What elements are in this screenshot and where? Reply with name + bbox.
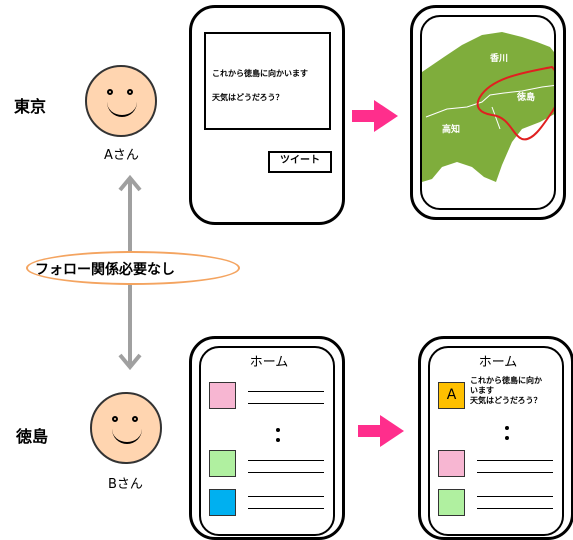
ellipsis-dot [276,438,280,442]
avatar-blue [209,489,236,516]
map-label-tokushima: 徳島 [517,93,536,103]
tweet-textarea[interactable]: これから徳島に向かいます 天気はどうだろう？ [204,32,331,130]
avatar-pink [438,450,465,477]
eye-icon [112,416,118,422]
eye-icon [107,89,113,95]
post-line [248,403,324,404]
mouth-icon [107,97,137,117]
arrow-right-icon [374,100,398,132]
map-screen: 香川 徳島 高知 [420,15,556,210]
pink-arrow-bottom-shaft [358,425,382,437]
relation-ellipse [26,251,240,285]
pink-arrow-top-shaft [352,110,376,122]
home-screen-after: ホーム A これから徳島に向か います 天気はどうだろう？ [428,346,564,536]
post-line [248,391,324,392]
eye-icon [127,89,133,95]
avatar-a-badge: A [438,382,465,409]
post-text-line3: 天気はどうだろう？ [470,396,542,405]
post-line [248,496,324,497]
ellipsis-dot [505,436,509,440]
post-text-line2: います [470,386,494,395]
tweet-button[interactable]: ツイート [268,151,332,173]
tweet-text-line2: 天気はどうだろう？ [212,93,284,102]
post-line [248,508,324,509]
ellipsis-dot [505,426,509,430]
home-screen-before: ホーム [199,346,335,536]
smiley-face-b [90,392,162,464]
person-label-b: Bさん [108,477,143,492]
smiley-face-a [85,65,157,137]
relation-label: フォロー関係必要なし [35,262,175,278]
map-label-kochi: 高知 [442,125,461,135]
phone-home-before: ホーム [189,336,345,540]
shikoku-map [422,32,554,182]
eye-icon [132,416,138,422]
mouth-icon [112,424,142,444]
post-line [477,460,553,461]
arrow-right-icon [380,415,404,447]
ellipsis-dot [276,428,280,432]
map-label-kagawa: 香川 [490,54,509,64]
region-label-tokushima: 徳島 [16,427,49,446]
post-text-line1: これから徳島に向か [470,376,542,385]
post-line [477,508,553,509]
post-text: これから徳島に向か います 天気はどうだろう？ [470,376,542,406]
post-line [248,472,324,473]
post-line [477,496,553,497]
avatar-green [209,450,236,477]
phone-tweet: これから徳島に向かいます 天気はどうだろう？ ツイート [189,5,345,225]
phone-home-after: ホーム A これから徳島に向か います 天気はどうだろう？ [418,336,573,540]
home-title: ホーム [249,355,289,370]
avatar-pink [209,382,236,409]
home-title: ホーム [478,355,518,370]
post-line [477,472,553,473]
phone-map: 香川 徳島 高知 [410,5,566,220]
person-label-a: Aさん [104,148,139,163]
tweet-text-line1: これから徳島に向かいます [212,69,308,78]
region-label-tokyo: 東京 [14,97,47,116]
avatar-green [438,489,465,516]
post-line [248,460,324,461]
